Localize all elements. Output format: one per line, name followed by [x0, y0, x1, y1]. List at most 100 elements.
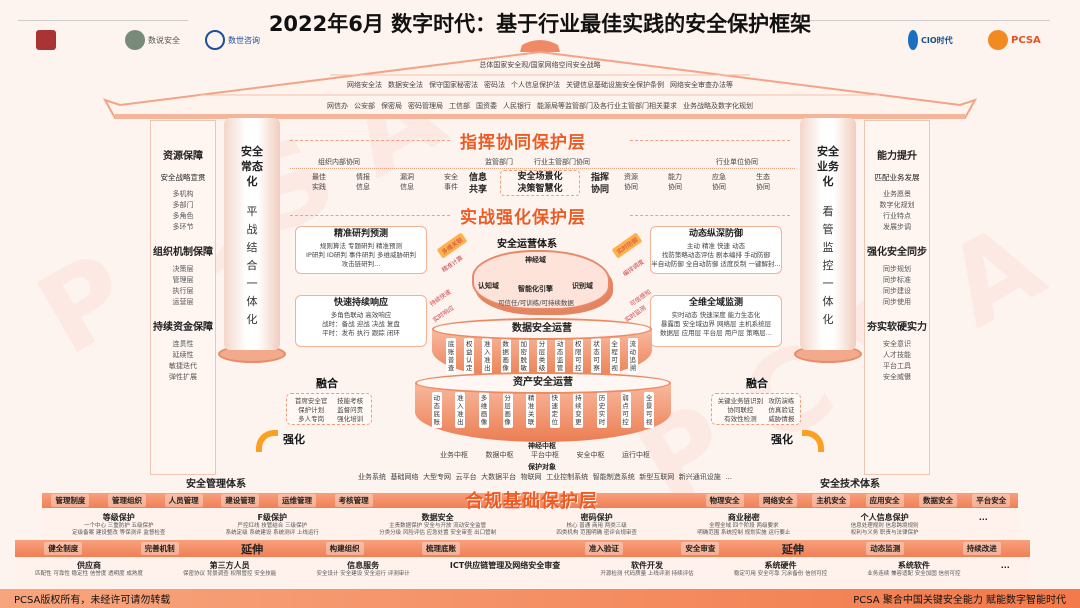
list-item: 漏洞信息: [400, 173, 414, 191]
section-item: 决策层: [172, 265, 194, 273]
list-item: 准入准出: [482, 338, 493, 374]
tier-group-line: 匹配性 可靠性 稳定性 信誉度 透明度 成熟度: [35, 571, 143, 577]
list-item: 生态协同: [756, 173, 770, 191]
left-pillar: 安全常态化 平战结合一体化: [224, 118, 280, 350]
section-item: 执行层: [172, 287, 194, 295]
list-item: 数据安全: [918, 494, 957, 507]
section-item: 发展步调: [883, 223, 911, 231]
fuse-col: 首席安全官保护计划多人专岗: [294, 397, 328, 423]
list-item: 底账普查: [446, 338, 457, 374]
list-item: 基础网络: [390, 473, 419, 481]
divider: [18, 20, 188, 21]
command-layer-title: 指挥协同保护层: [460, 133, 586, 153]
list-item: 管理组织: [107, 494, 146, 507]
list-item: 全景可视: [644, 392, 655, 428]
list-item: 权益认定: [464, 338, 475, 374]
box-title: 全维全域监测: [688, 298, 743, 308]
section-item: 同步规划: [883, 265, 911, 273]
strengthen-left: 强化: [283, 433, 305, 446]
tier-group-head: 个人信息保护: [860, 513, 909, 522]
tier-group: 等级保护一个中心 三重防护 五级保护定级备案 建设整改 等保测评 监督检查: [72, 512, 165, 537]
list-item: 云平台: [455, 473, 477, 481]
section-item: 人才技能: [883, 351, 911, 359]
tier-group-line: 明确范围 系统控制 规划实施 运行要止: [697, 530, 791, 536]
list-item: 个人信息保护法: [511, 81, 560, 89]
tier2: 供应商匹配性 可靠性 稳定性 信誉度 透明度 成熟度 第三方人员保密协议 背景调查…: [15, 558, 1030, 589]
list-item: 威胁情报: [768, 415, 795, 423]
list-item: 情报信息: [356, 173, 370, 191]
list-item: 首席安全官: [294, 397, 328, 405]
list-item: 数据中枢: [485, 451, 514, 459]
list-item: 攻击链研判...: [341, 260, 381, 268]
list-item: 物联网: [520, 473, 542, 481]
tier-group-head: 第三方人员: [209, 561, 250, 570]
tier-group: F级保护严控红线 技管结合 三级保护系统定级 系统建设 系统测评 上线运行: [226, 512, 319, 537]
mgmt-title: 安全管理体系: [186, 479, 246, 490]
list-item: 平台安全: [972, 494, 1011, 507]
list-item: 资源协同: [624, 173, 638, 191]
list-item: 延伸: [241, 542, 264, 556]
brain-neural: 神经域: [525, 256, 546, 264]
tier-group-line: 开源检测 代码质量 上线评测 持续评估: [600, 571, 694, 577]
list-item: 梳理底账: [422, 542, 461, 555]
list-item: 构建组织: [325, 542, 364, 555]
fuse-right-label: 融合: [746, 377, 768, 390]
band-center: [382, 493, 698, 508]
tier-group-head: F级保护: [257, 513, 287, 522]
ops-title: 安全运营体系: [497, 239, 557, 250]
data-ops-title: 数据安全运营: [432, 318, 652, 340]
list-item: 主动 精准 快速 动态: [686, 242, 746, 250]
list-item: 数据安全法: [388, 81, 423, 89]
section-head: 匹配业务发展: [874, 173, 920, 182]
list-item: 新型互联网: [639, 473, 675, 481]
list-item: 管理制度: [51, 494, 90, 507]
tier-group-head: 软件开发: [631, 561, 664, 570]
section-item: 多部门: [172, 201, 194, 209]
tier-group: 商业秘密全程全域 四个阶段 两级要求明确范围 系统控制 规划实施 运行要止: [697, 512, 790, 537]
list-item: 动态监测: [866, 542, 905, 555]
page-title: 2022年6月 数字时代：基于行业最佳实践的安全保护框架: [268, 12, 812, 36]
section-head: 组织机制保障: [153, 247, 213, 258]
section-item: 敏捷迭代: [169, 362, 197, 370]
tier-group: 软件开发开源检测 代码质量 上线评测 持续评估: [600, 560, 693, 578]
list-item: 业务中枢: [440, 451, 468, 459]
list-item: 协同联控: [727, 406, 754, 414]
roof-laws: 网络安全法数据安全法保守国家秘密法密码法个人信息保护法关键信息基础设施安全保护条…: [0, 80, 1080, 90]
label-unit: 行业单位协同: [716, 158, 758, 166]
tier-group-head: 商业秘密: [727, 513, 760, 522]
list-item: 业务战略及数字化规划: [683, 102, 753, 110]
tier-group: 信息服务安全设计 安全建设 安全运行 评测审计: [316, 560, 409, 578]
box-fast-response: 快速持续响应 多角色联动 高效响应战时：备战 迎战 决战 复盘平时：发布 执行 …: [295, 295, 427, 347]
list-item: 快速定位: [549, 392, 560, 428]
box-full-monitoring: 全维全域监测 实时动态 快速深度 能力生态化暴露面 安全域边界 网络层 主机系统…: [650, 295, 782, 347]
list-item: 延伸: [781, 542, 804, 556]
list-item: 半自动防御 全自动防御 适度反制 一键解封...: [651, 260, 781, 268]
brain-engine: 智能化引擎: [518, 285, 553, 293]
right-column: 能力提升 匹配业务发展业务愿景数字化规划行业特点发展步调强化安全同步同步规划同步…: [864, 120, 930, 475]
list-item: 保护计划: [298, 406, 325, 414]
list-item: 持续变更: [573, 392, 584, 428]
list-item: 新兴通讯设施: [678, 473, 721, 481]
list-item: 网络安全: [758, 494, 797, 507]
section-item: 安全威慑: [883, 373, 911, 381]
list-item: 智能制造系统: [592, 473, 635, 481]
tier-group-line: 四类机构 范围明确 密评合规审查: [556, 530, 637, 536]
fuse-col: 关键业务链识别协同联控有效性检测: [718, 397, 764, 423]
list-item: 多角色联动 高效响应: [330, 311, 392, 319]
list-item: 能力协同: [668, 173, 682, 191]
tier-group-line: 信息处理规则 信息跨境规则: [850, 523, 919, 529]
list-item: 全程可视: [609, 338, 620, 374]
list-item: 多维画像: [478, 392, 489, 428]
divider: [790, 20, 1050, 21]
tier-group-head: 供应商: [76, 561, 101, 570]
list-item: 主机安全: [812, 494, 851, 507]
box-title: 动态纵深防御: [688, 229, 743, 239]
logo-pcsa: PCSA: [988, 30, 1041, 50]
tier-group-line: 业务连续 兼容适配 安全加固 信创可控: [867, 571, 961, 577]
tier-group-head: 等级保护: [102, 513, 135, 522]
list-item: 保密局: [381, 102, 402, 110]
command-right-cells: 资源协同能力协同应急协同生态协同: [622, 172, 772, 192]
tier-group-head: ...: [1000, 561, 1010, 570]
tier-group: 第三方人员保密协议 背景调查 权限管控 安全技能: [183, 560, 276, 578]
